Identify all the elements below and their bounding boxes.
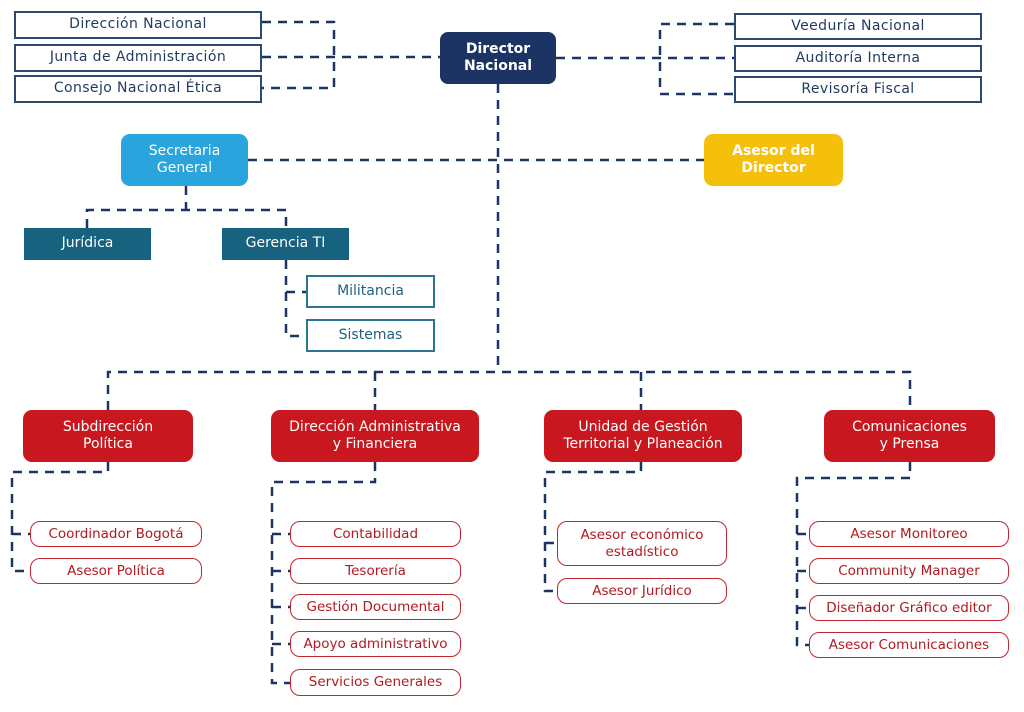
box-community-manager: Community Manager [809, 558, 1009, 584]
box-sistemas: Sistemas [306, 319, 435, 352]
box-disenador-grafico: Diseñador Gráfico editor [809, 595, 1009, 621]
box-asesor-director: Asesor del Director [704, 134, 843, 186]
box-apoyo-administrativo: Apoyo administrativo [290, 631, 461, 657]
box-direccion-administrativa: Dirección Administrativa y Financiera [271, 410, 479, 462]
box-asesor-economico: Asesor económico estadístico [557, 521, 727, 566]
box-tesoreria: Tesorería [290, 558, 461, 584]
box-direccion-nacional: Dirección Nacional [14, 11, 262, 39]
box-gerencia-ti: Gerencia TI [222, 228, 349, 260]
box-asesor-comunicaciones: Asesor Comunicaciones [809, 632, 1009, 658]
box-consejo-nacional-etica: Consejo Nacional Ética [14, 75, 262, 103]
box-unidad-gestion-territorial: Unidad de Gestión Territorial y Planeaci… [544, 410, 742, 462]
box-asesor-monitoreo: Asesor Monitoreo [809, 521, 1009, 547]
box-comunicaciones-prensa: Comunicaciones y Prensa [824, 410, 995, 462]
box-veeduria-nacional: Veeduría Nacional [734, 13, 982, 40]
box-servicios-generales: Servicios Generales [290, 669, 461, 696]
box-asesor-politica: Asesor Política [30, 558, 202, 584]
box-director-nacional: Director Nacional [440, 32, 556, 84]
box-revisoria-fiscal: Revisoría Fiscal [734, 76, 982, 103]
box-junta-administracion: Junta de Administración [14, 44, 262, 72]
box-militancia: Militancia [306, 275, 435, 308]
box-auditoria-interna: Auditoría Interna [734, 45, 982, 72]
box-juridica: Jurídica [24, 228, 151, 260]
box-contabilidad: Contabilidad [290, 521, 461, 547]
box-gestion-documental: Gestión Documental [290, 594, 461, 620]
box-subdireccion-politica: Subdirección Política [23, 410, 193, 462]
box-secretaria-general: Secretaria General [121, 134, 248, 186]
box-coordinador-bogota: Coordinador Bogotá [30, 521, 202, 547]
box-asesor-juridico: Asesor Jurídico [557, 578, 727, 604]
